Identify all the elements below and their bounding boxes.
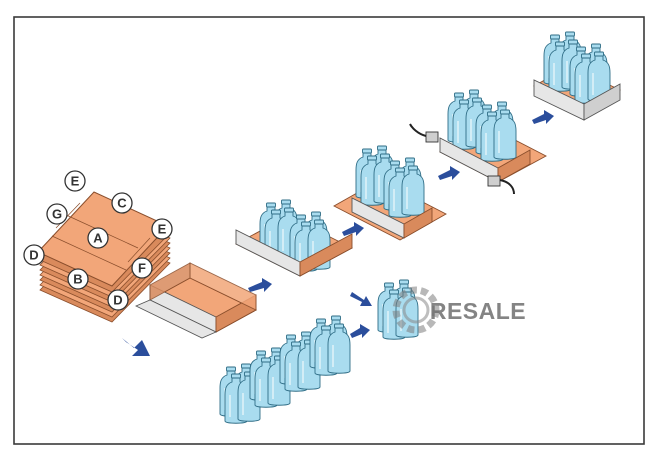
tray-wrapping-stage3 — [333, 146, 447, 241]
blank-labels: A B C D D E E F G — [23, 170, 173, 311]
open-tray — [135, 262, 257, 339]
flow-arrow-icon — [342, 222, 364, 236]
blank-label-b: B — [73, 272, 82, 287]
blank-label-g-circle — [46, 203, 68, 225]
blank-label-e-top: E — [71, 174, 80, 189]
blank-label-d-right: D — [113, 293, 122, 308]
flow-arrow-icon — [350, 324, 370, 338]
blank-label-c-circle — [111, 192, 133, 214]
flow-arrow-icon — [532, 110, 554, 124]
heat-gun-icon — [409, 123, 439, 143]
tray-with-bottles-stage2 — [235, 200, 353, 277]
blank-label-a: A — [93, 231, 103, 246]
blank-label-d-left: D — [29, 248, 38, 263]
blank-label-d-left-circle — [23, 244, 45, 266]
flow-arrow-icon — [248, 278, 272, 292]
finished-pack-stage5 — [533, 32, 621, 121]
blank-label-d-right-circle — [107, 289, 129, 311]
blank-label-e-top-circle — [64, 170, 86, 192]
watermark-text: RESALE — [430, 298, 526, 324]
blank-label-b-circle — [67, 268, 89, 290]
blank-label-e-right: E — [158, 222, 167, 237]
flow-arrow-icon — [350, 292, 372, 306]
shrink-tunnel-stage4 — [409, 90, 547, 195]
flow-arrows — [122, 110, 554, 356]
blank-label-g: G — [52, 207, 62, 222]
blank-label-f-circle — [131, 257, 153, 279]
blank-label-e-right-circle — [151, 218, 173, 240]
blank-label-a-circle — [87, 227, 109, 249]
heat-gun-icon — [487, 175, 515, 195]
flow-arrow-icon — [122, 338, 150, 356]
gear-logo-icon — [392, 286, 440, 334]
flow-arrow-icon — [438, 166, 460, 180]
blank-label-f: F — [138, 261, 146, 276]
blank-label-c: C — [117, 196, 127, 211]
resale-watermark: RESALE — [392, 286, 526, 334]
